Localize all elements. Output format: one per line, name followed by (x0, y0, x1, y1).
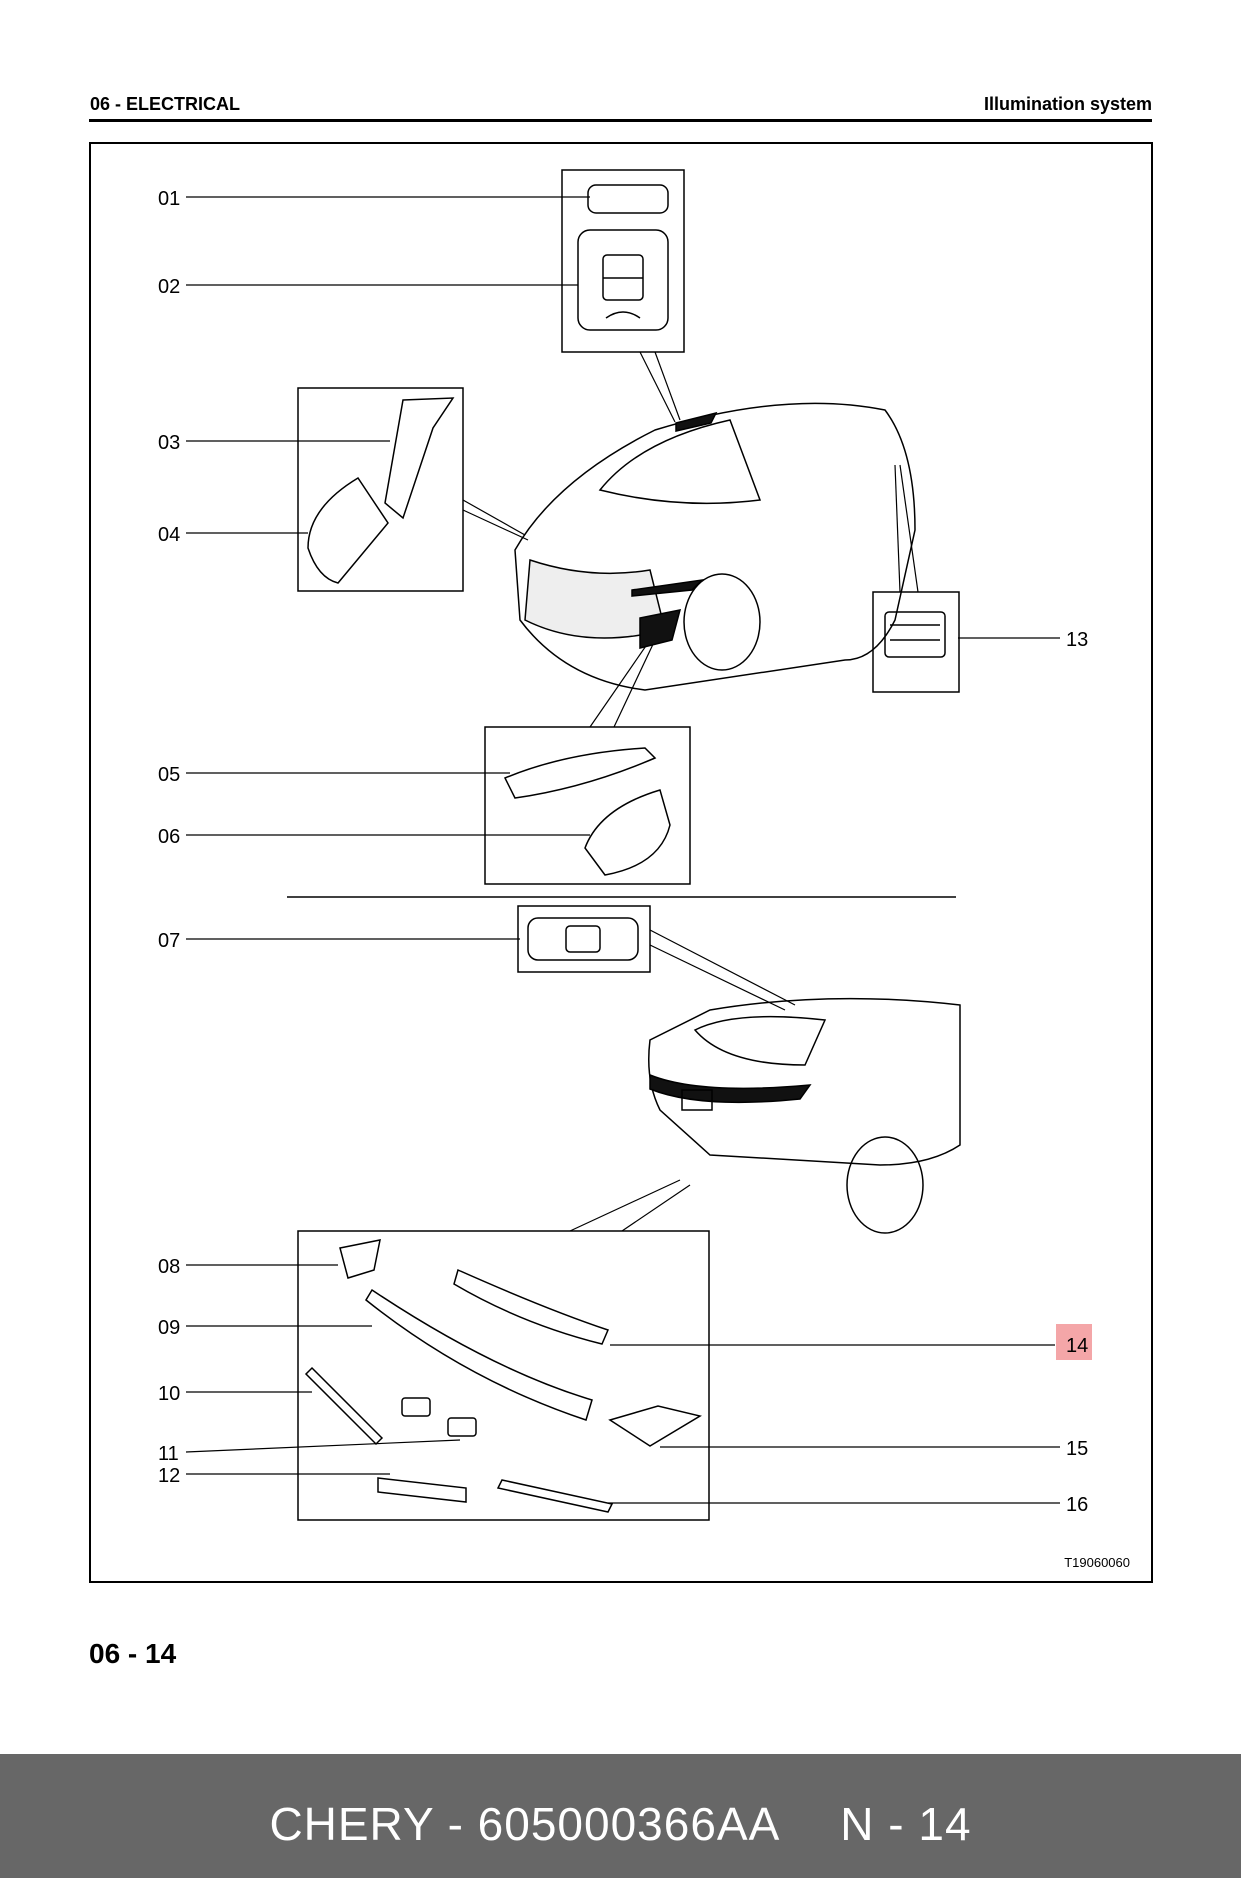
callout-15: 15 (1066, 1438, 1088, 1460)
callout-05: 05 (158, 764, 180, 786)
lamp-14 (453, 1268, 610, 1345)
lamp-12 (377, 1477, 467, 1503)
roof-lamp-drawings (577, 184, 669, 331)
front-car-outline (514, 402, 916, 691)
callout-04: 04 (158, 524, 180, 546)
lamp-16 (496, 1479, 614, 1513)
detail-box-front-lamps (484, 726, 691, 885)
callout-11: 11 (158, 1443, 179, 1465)
detail-box-headlamps (297, 387, 464, 592)
figure-code: T19060060 (1064, 1555, 1130, 1570)
lamp-11b (447, 1417, 477, 1437)
fog-lamp-06 (584, 789, 671, 876)
callout-12: 12 (158, 1465, 180, 1487)
detail-box-13 (872, 591, 960, 693)
callout-07: 07 (158, 930, 180, 952)
topic-header: Illumination system (983, 94, 1152, 114)
rear-lamp-drawings (304, 1239, 702, 1513)
lamp-09 (365, 1288, 593, 1421)
callout-10: 10 (158, 1383, 180, 1405)
callout-16: 16 (1066, 1494, 1088, 1516)
lamp-10 (304, 1366, 384, 1446)
rear-car-outline (648, 997, 961, 1234)
detail-box-07 (517, 905, 651, 973)
headlamp-04 (307, 476, 389, 584)
detail-box-roof-lamps (561, 169, 685, 353)
footer-page: N - 14 (840, 1798, 972, 1850)
lamp-07-drawing (527, 917, 639, 961)
callout-13: 13 (1066, 629, 1088, 651)
leader-lines (185, 196, 1060, 1504)
lamp-08 (339, 1239, 381, 1279)
detail-box-rear-lamps (297, 1230, 710, 1521)
page-number: 06 - 14 (89, 1638, 177, 1669)
dome-lamp-02 (577, 229, 669, 331)
footer-bar (0, 1754, 1241, 1878)
callout-01: 01 (158, 188, 180, 210)
headlamp-drawings (307, 397, 455, 584)
callout-09: 09 (158, 1317, 180, 1339)
lamp-13-drawing (884, 611, 946, 658)
front-lamp-drawings (503, 747, 671, 876)
callout-02: 02 (158, 276, 180, 298)
callout-14-highlight (1056, 1324, 1092, 1360)
daytime-lamp-03 (384, 397, 455, 520)
figure-frame (89, 142, 1153, 1583)
illumination-diagram: 01 02 03 04 05 06 07 08 09 10 11 12 13 1… (158, 169, 1130, 1570)
footer-label: CHERY - 605000366AA N - 14 (0, 1797, 1241, 1851)
callout-03: 03 (158, 432, 180, 454)
callout-06: 06 (158, 826, 180, 848)
callout-14: 14 (1066, 1335, 1088, 1357)
callout-08: 08 (158, 1256, 180, 1278)
footer-part-number: CHERY - 605000366AA (269, 1798, 781, 1850)
front-lamp-05 (503, 747, 657, 799)
section-header: 06 - ELECTRICAL (90, 94, 241, 114)
lamp-15 (608, 1405, 702, 1447)
lamp-11a (401, 1397, 431, 1417)
header-rule (89, 119, 1152, 122)
reading-lamp-01 (587, 184, 669, 214)
